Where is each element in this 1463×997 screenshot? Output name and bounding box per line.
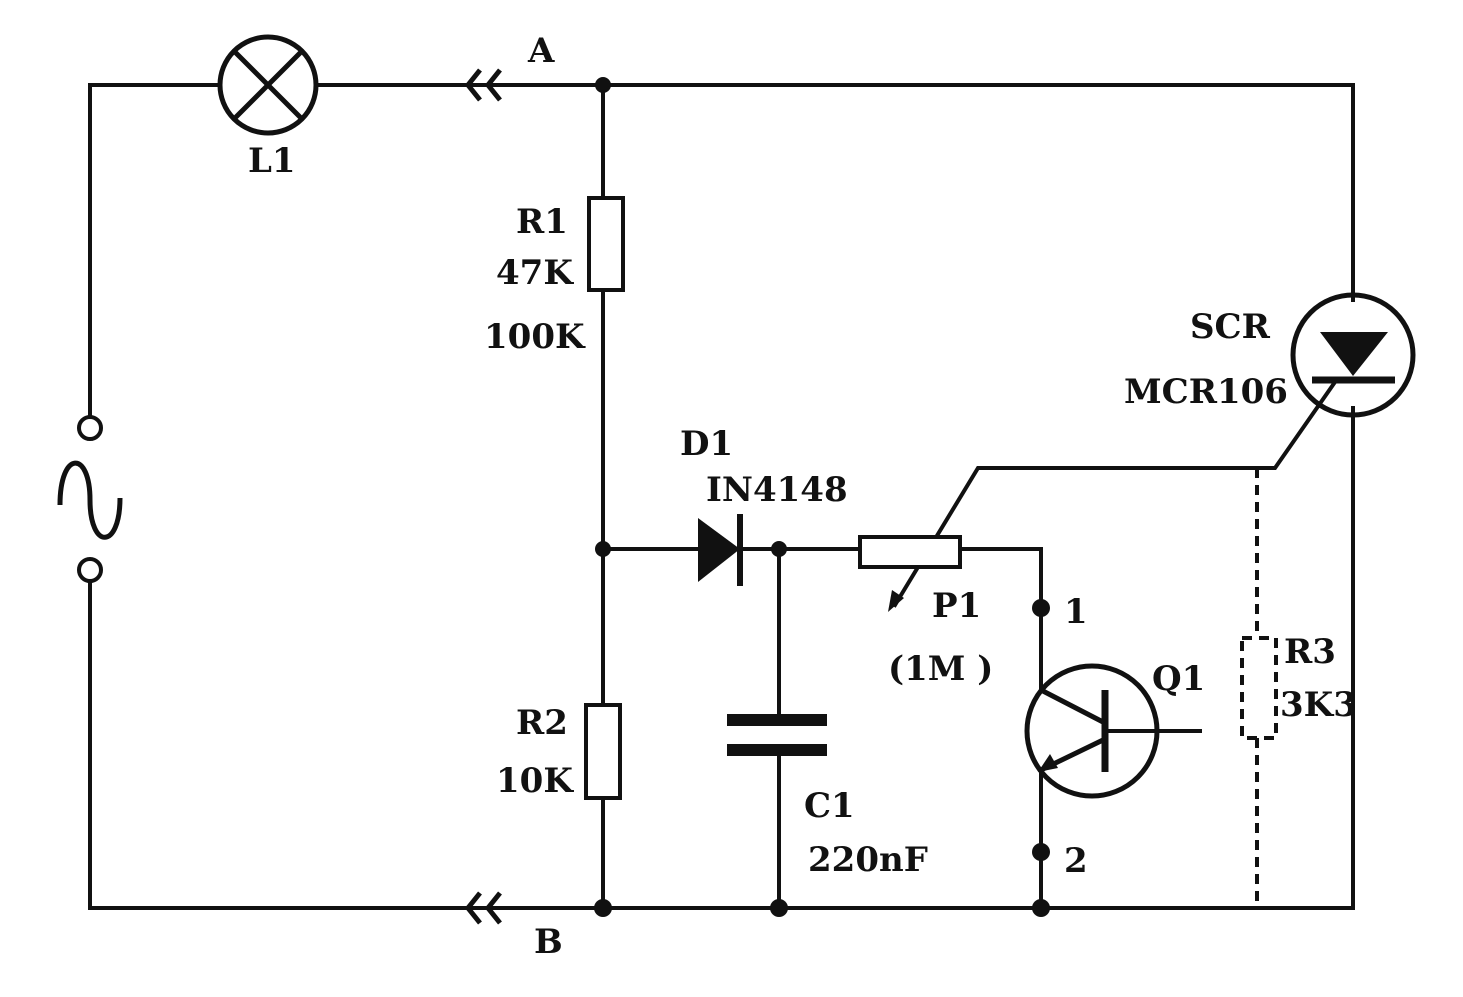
- junctions: [594, 77, 1050, 917]
- connector-a-chevron-2: [484, 68, 502, 102]
- r2-value-label: 10K: [496, 761, 574, 801]
- junction-mid: [595, 541, 611, 557]
- junction-c1-bottom: [770, 899, 788, 917]
- junction-a: [595, 77, 611, 93]
- lamp-circle: [217, 34, 319, 136]
- ac-terminal-top: [77, 415, 103, 441]
- connector-a: [464, 68, 502, 102]
- connector-a-chevron-1: [464, 68, 482, 102]
- wire-left-top: [88, 83, 220, 427]
- node-a-label: A: [527, 31, 555, 71]
- junction-b: [594, 899, 612, 917]
- diode-d1-triangle: [698, 518, 740, 582]
- r2-name-label: R2: [516, 703, 568, 743]
- r1-name-label: R1: [516, 202, 568, 242]
- wire-left-bottom: [88, 580, 494, 910]
- wires: [88, 83, 1355, 910]
- junction-c1-top: [771, 541, 787, 557]
- lamp-l1: [217, 34, 319, 136]
- q1-circle: [1024, 663, 1160, 799]
- potentiometer-p1: [858, 535, 962, 612]
- junction-q1-bottom: [1032, 899, 1050, 917]
- q1-pin1-label: 1: [1064, 592, 1088, 632]
- scr-name-label: SCR: [1190, 307, 1271, 347]
- r3-body: [1240, 636, 1278, 740]
- connector-b-chevron-2: [484, 891, 502, 925]
- scr-thyristor: [1290, 292, 1416, 418]
- c1-name-label: C1: [804, 786, 855, 826]
- r1-body: [587, 196, 625, 292]
- c1-plate-bottom: [727, 744, 827, 756]
- ac-terminal-bottom: [77, 557, 103, 583]
- scr-value-label: MCR106: [1124, 372, 1288, 412]
- p1-body: [858, 535, 962, 569]
- d1-name-label: D1: [680, 424, 733, 464]
- scr-circle: [1290, 292, 1416, 418]
- connector-b-chevron-1: [464, 891, 482, 925]
- r3-name-label: R3: [1284, 632, 1336, 672]
- transistor-q1: [1024, 663, 1160, 799]
- l1-label: L1: [248, 141, 296, 181]
- q1-pin2-dot: [1032, 843, 1050, 861]
- q1-pin1-dot: [1032, 599, 1050, 617]
- ac-sine-icon: [57, 460, 123, 540]
- p1-wiper-arrow: [888, 590, 904, 612]
- labels: A B L1 R1 47K 100K R2 10K D1 IN4148 C1 2…: [248, 31, 1357, 962]
- q1-name-label: Q1: [1152, 659, 1205, 699]
- diode-d1: [698, 514, 743, 586]
- r3-resistor: [1240, 468, 1278, 908]
- capacitor-c1: [727, 714, 827, 756]
- r1-alt-value-label: 100K: [484, 317, 586, 357]
- d1-value-label: IN4148: [706, 470, 848, 510]
- c1-value-label: 220nF: [808, 840, 928, 880]
- q1-emitter-arrow: [1038, 754, 1058, 772]
- wire-p1-to-q1: [958, 547, 1043, 692]
- scr-triangle: [1320, 332, 1388, 376]
- r1-value-label: 47K: [496, 253, 574, 293]
- r2-body: [584, 703, 622, 800]
- c1-plate-top: [727, 714, 827, 726]
- q1-pin2-label: 2: [1064, 841, 1088, 881]
- p1-value-label: (1M ): [888, 649, 993, 689]
- q1-collector-lead: [1039, 687, 1105, 725]
- lamp-cross-2: [232, 49, 304, 121]
- connector-b: [464, 891, 502, 925]
- p1-name-label: P1: [932, 586, 981, 626]
- r3-value-label: 3K3: [1280, 685, 1357, 725]
- wire-p1-wiper-to-gate: [892, 379, 1338, 608]
- node-b-label: B: [534, 922, 563, 962]
- ac-source: [57, 415, 123, 583]
